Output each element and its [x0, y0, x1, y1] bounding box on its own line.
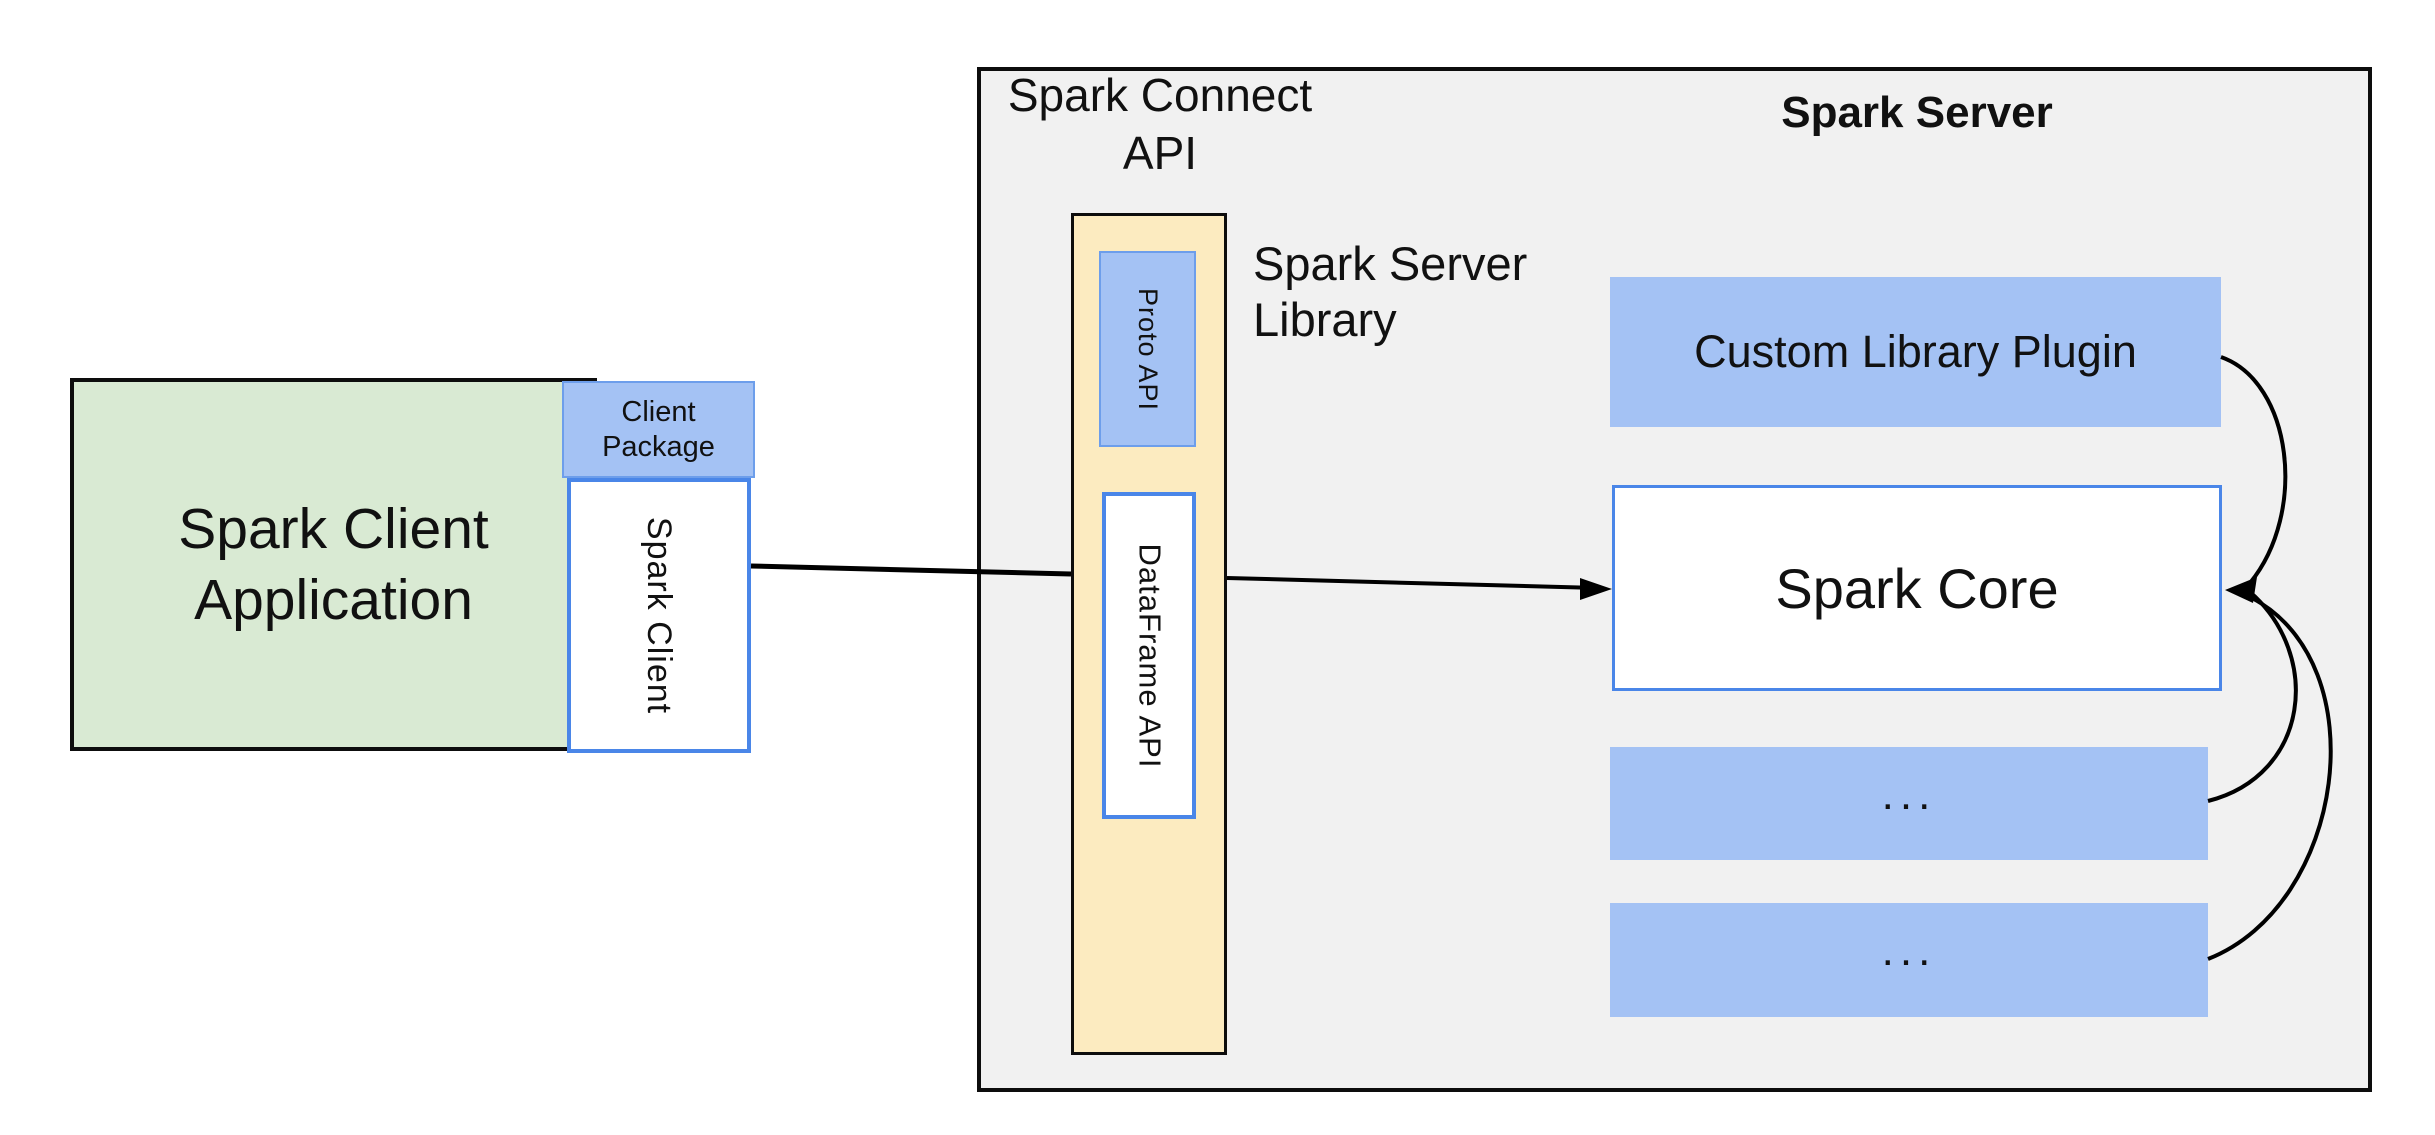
dataframe-api-label: DataFrame API [1132, 543, 1168, 768]
proto-api-label: Proto API [1133, 287, 1164, 411]
client-package-label: Client Package [602, 395, 715, 463]
extension-box-2: ... [1610, 903, 2208, 1017]
spark-client-label: Spark Client [640, 516, 679, 715]
spark-server-library-label: Spark Server Library [1253, 237, 1528, 346]
extension-box-1-ellipsis: ... [1881, 770, 1937, 819]
spark-server-title: Spark Server [1781, 88, 2053, 137]
spark-core-box: Spark Core [1612, 485, 2222, 691]
spark-client-application-box: Spark Client Application [70, 378, 597, 751]
spark-connect-api-label: Spark Connect API [1007, 69, 1313, 179]
proto-api-box: Proto API [1099, 251, 1196, 447]
dataframe-api-box: DataFrame API [1102, 492, 1196, 819]
spark-core-label: Spark Core [1775, 556, 2059, 620]
custom-library-plugin-box: Custom Library Plugin [1610, 277, 2221, 427]
client-package-box: Client Package [562, 381, 755, 478]
extension-box-2-ellipsis: ... [1881, 926, 1937, 975]
spark-client-box: Spark Client [567, 478, 751, 753]
spark-client-application-label: Spark Client Application [178, 496, 489, 632]
custom-library-plugin-label: Custom Library Plugin [1694, 326, 2137, 377]
extension-box-1: ... [1610, 747, 2208, 860]
